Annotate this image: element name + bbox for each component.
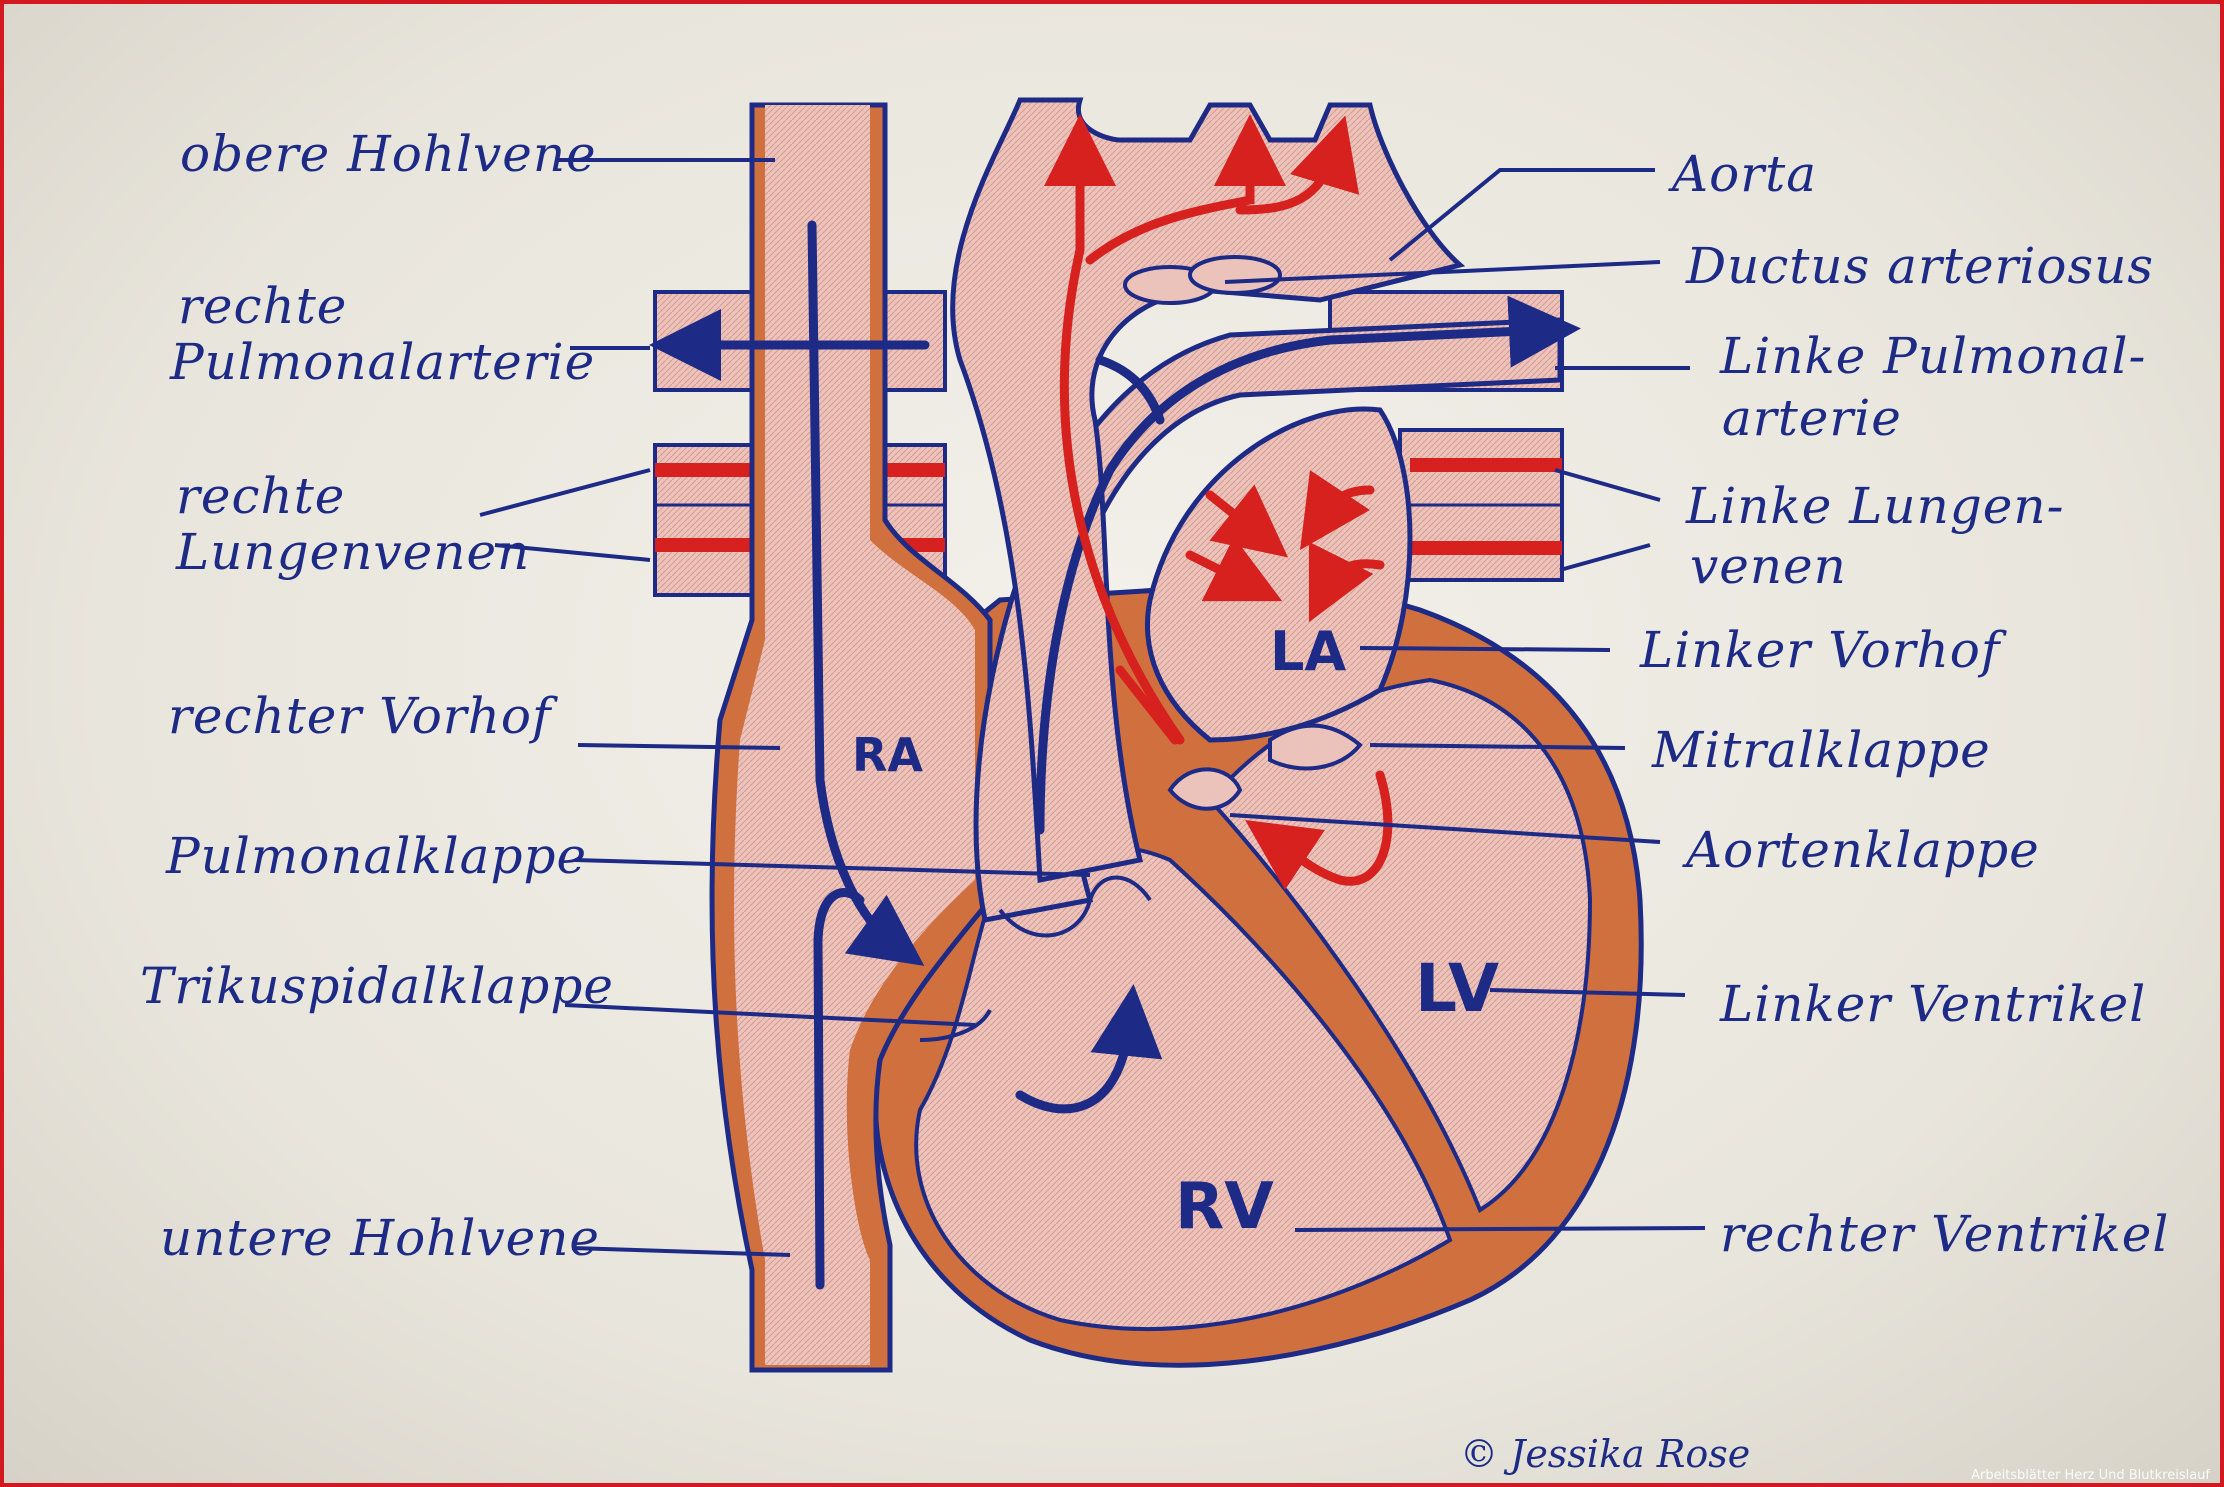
chamber-la: LA (1270, 620, 1347, 683)
label-rechte-pulmonalarterie-2: Pulmonalarterie (170, 333, 596, 391)
leader-lines (479, 158, 1706, 1257)
chamber-ra: RA (852, 728, 924, 782)
label-linke-lungenvenen-1: Linke Lungen- (1686, 477, 2065, 535)
chamber-rv: RV (1175, 1170, 1274, 1244)
aortic-valve-shape (1167, 767, 1243, 811)
label-linke-pulmonalarterie-2: arterie (1722, 389, 1902, 447)
label-linker-ventrikel: Linker Ventrikel (1720, 975, 2147, 1033)
label-trikuspidalklappe: Trikuspidalklappe (140, 957, 614, 1015)
label-mitralklappe: Mitralklappe (1652, 721, 1991, 779)
mitral-valve-shape (1268, 723, 1363, 771)
tricuspid-valve-shape (919, 1008, 992, 1042)
chamber-lv: LV (1415, 950, 1500, 1027)
oxygenated-flow-arrows (1044, 114, 1393, 890)
label-linker-vorhof: Linker Vorhof (1640, 621, 2001, 679)
label-linke-pulmonalarterie-1: Linke Pulmonal- (1720, 327, 2147, 385)
label-rechte-lungenvenen-1: rechte (176, 467, 346, 525)
label-rechte-lungenvenen-2: Lungenvenen (176, 523, 531, 581)
label-aortenklappe: Aortenklappe (1686, 821, 2040, 879)
left-atrium (1145, 406, 1413, 743)
label-linke-lungenvenen-2: venen (1690, 537, 1847, 595)
label-ductus-arteriosus: Ductus arteriosus (1686, 237, 2155, 295)
pulmonary-valve-shape (998, 875, 1152, 938)
label-obere-hohlvene: obere Hohlvene (180, 125, 597, 183)
label-untere-hohlvene: untere Hohlvene (160, 1209, 600, 1267)
label-rechter-ventrikel: rechter Ventrikel (1720, 1205, 2170, 1263)
label-rechter-vorhof: rechter Vorhof (168, 687, 552, 745)
copyright-signature: © Jessika Rose (1460, 1432, 1751, 1476)
watermark-text: Arbeitsblätter Herz Und Blutkreislauf (1971, 1468, 2210, 1483)
label-aorta: Aorta (1672, 145, 1818, 203)
label-rechte-pulmonalarterie-1: rechte (178, 277, 348, 335)
right-atrium (734, 105, 975, 1365)
label-pulmonalklappe: Pulmonalklappe (166, 827, 588, 885)
deoxygenated-flow-arrows (649, 220, 1581, 1290)
